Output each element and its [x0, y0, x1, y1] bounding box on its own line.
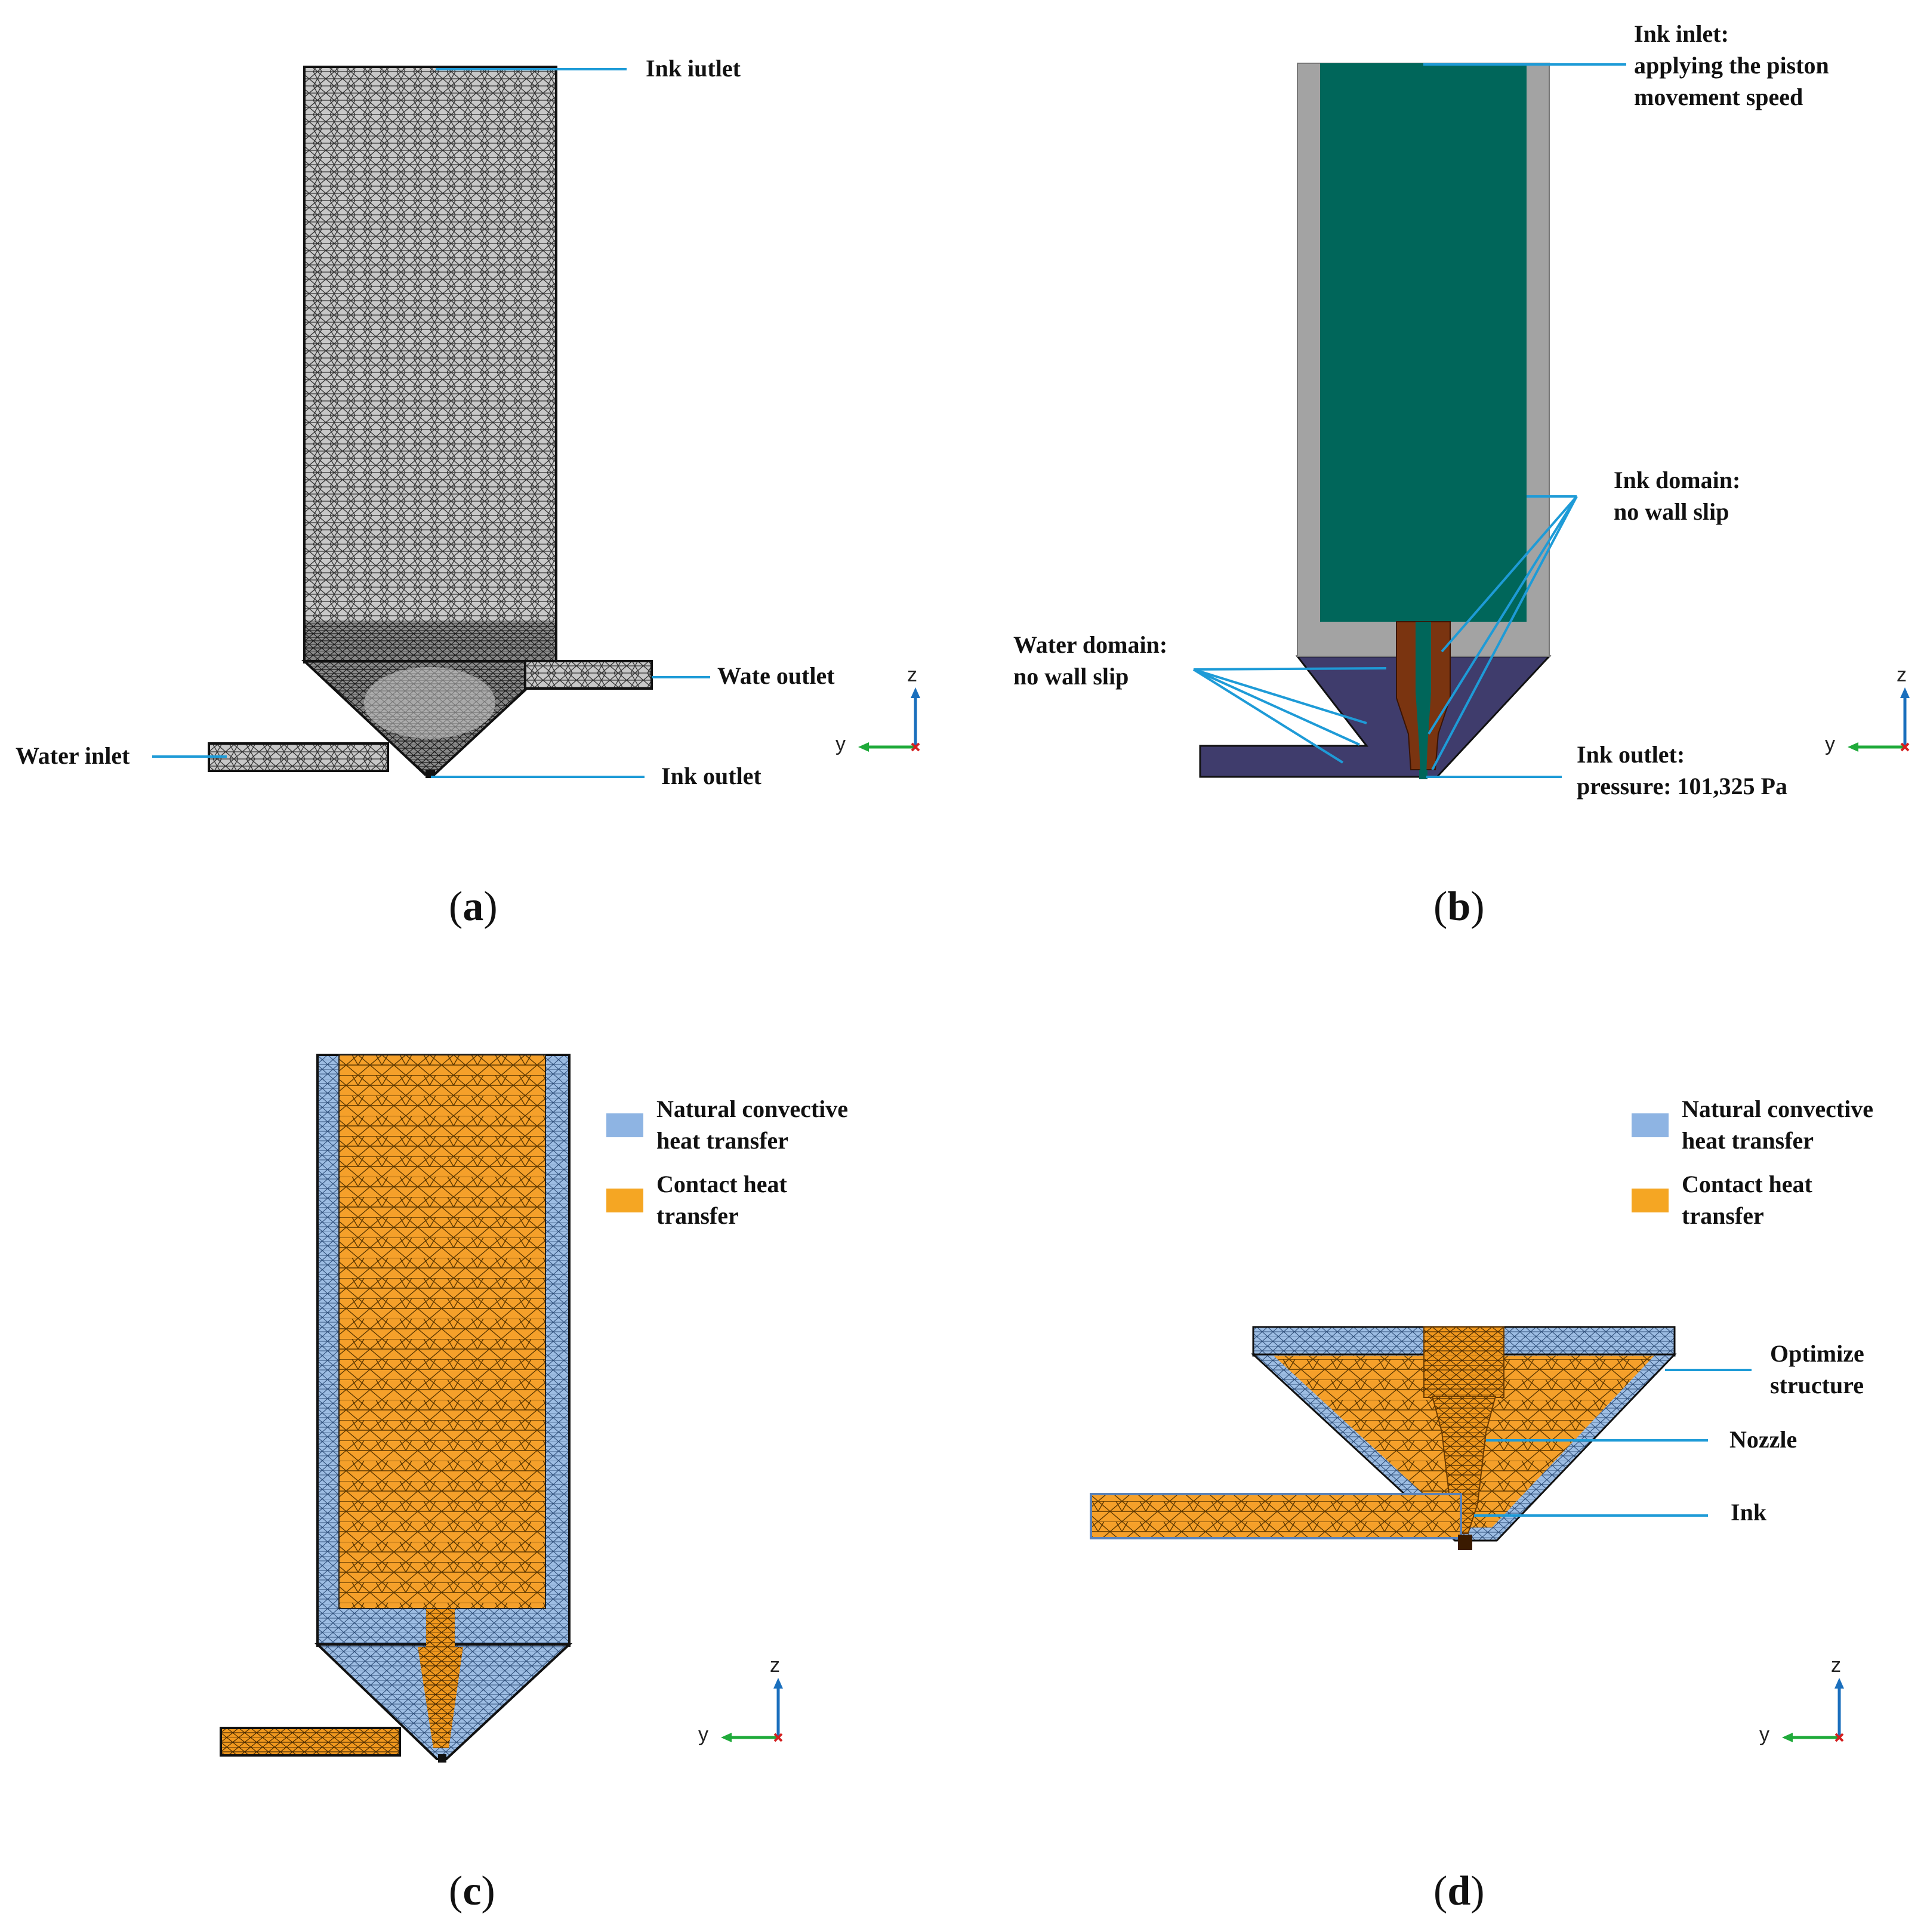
legend-convective-line1: Natural convective [1682, 1095, 1874, 1122]
panel-d-leaders [1474, 1369, 1752, 1517]
axis-label-z: z [1831, 1654, 1841, 1677]
axis-triad-b [1848, 687, 1910, 752]
caption-b: (b) [1433, 884, 1485, 930]
panel-b-water-domain [1199, 655, 1552, 778]
label-ink-inlet-line3: movement speed [1634, 84, 1803, 110]
label-ink-domain-line1: Ink domain: [1614, 467, 1741, 493]
axis-label-y: y [1825, 733, 1835, 755]
axis-triad-a [858, 687, 920, 752]
label-optimize-line1: Optimize [1770, 1340, 1864, 1367]
panel-b-leaders [1192, 63, 1626, 778]
caption-d: (d) [1433, 1868, 1485, 1914]
legend-contact-line2: transfer [1682, 1202, 1764, 1229]
axis-label-y: y [835, 733, 846, 755]
legend-contact-line1: Contact heat [656, 1171, 787, 1198]
label-water-domain-line2: no wall slip [1013, 663, 1129, 690]
axis-triad-d [1782, 1678, 1844, 1742]
caption-c: (c) [449, 1868, 495, 1914]
panel-a-cylinder [303, 66, 557, 663]
panel-b-cross-section [1199, 63, 1552, 779]
axis-triad-c [721, 1678, 783, 1742]
panel-a-water-outlet-pipe [524, 660, 653, 690]
label-ink-inlet-line2: applying the piston [1634, 52, 1829, 79]
panel-a-mesh [208, 66, 653, 778]
panel-c-water-inlet-pipe [220, 1727, 401, 1757]
label-wate-outlet: Wate outlet [717, 662, 835, 689]
panel-c-ink-outlet-tip [438, 1754, 446, 1763]
axis-label-z: z [770, 1654, 780, 1677]
panel-a-cone-bulb [364, 667, 495, 739]
panel-d-ink-outlet-tip [1458, 1535, 1472, 1550]
panel-d-mesh [1090, 1326, 1677, 1550]
panel-c-orange-core [338, 1054, 546, 1609]
panel-b-ink-channel [1416, 622, 1431, 774]
axis-label-z: z [907, 663, 917, 686]
legend-convective-line2: heat transfer [656, 1127, 789, 1154]
panel-c-cone-core [418, 1647, 463, 1748]
legend-swatch-convective [1632, 1113, 1669, 1137]
axis-label-y: y [1759, 1723, 1769, 1746]
label-ink-outlet-b-line1: Ink outlet: [1577, 741, 1685, 768]
label-ink: Ink [1731, 1499, 1767, 1526]
axis-label-y: y [698, 1723, 708, 1746]
panel-b-ink-outlet-tip [1419, 770, 1427, 779]
panel-a-water-inlet-pipe [208, 742, 389, 772]
panel-d-nozzle-taper [1431, 1396, 1497, 1534]
legend-contact-line2: transfer [656, 1202, 739, 1229]
caption-a: (a) [449, 884, 498, 930]
label-ink-domain-line2: no wall slip [1614, 498, 1729, 525]
legend-convective-line2: heat transfer [1682, 1127, 1814, 1154]
legend-contact-line1: Contact heat [1682, 1171, 1812, 1198]
label-water-domain-line1: Water domain: [1013, 631, 1168, 658]
label-ink-outlet: Ink outlet [661, 763, 761, 789]
label-ink-inlet-line1: Ink inlet: [1634, 20, 1729, 47]
panel-d-nozzle-stem [1423, 1326, 1504, 1398]
legend-convective-line1: Natural convective [656, 1095, 849, 1122]
legend-swatch-contact [1632, 1189, 1669, 1212]
panel-c-mesh [220, 1054, 573, 1763]
label-water-inlet: Water inlet [16, 742, 130, 769]
label-optimize-line2: structure [1770, 1372, 1864, 1399]
label-nozzle: Nozzle [1729, 1426, 1797, 1453]
panel-a-cylinder-bottom-dense [306, 621, 555, 662]
legend-swatch-convective [606, 1113, 643, 1137]
axis-label-z: z [1897, 663, 1907, 686]
panel-a-leaders [152, 68, 710, 778]
panel-b-ink-domain [1320, 63, 1527, 622]
label-ink-outlet-b-line2: pressure: 101,325 Pa [1577, 773, 1787, 800]
legend-swatch-contact [606, 1189, 643, 1212]
label-ink-iutlet: Ink iutlet [646, 55, 741, 82]
panel-d-water-inlet-pipe [1090, 1493, 1462, 1539]
